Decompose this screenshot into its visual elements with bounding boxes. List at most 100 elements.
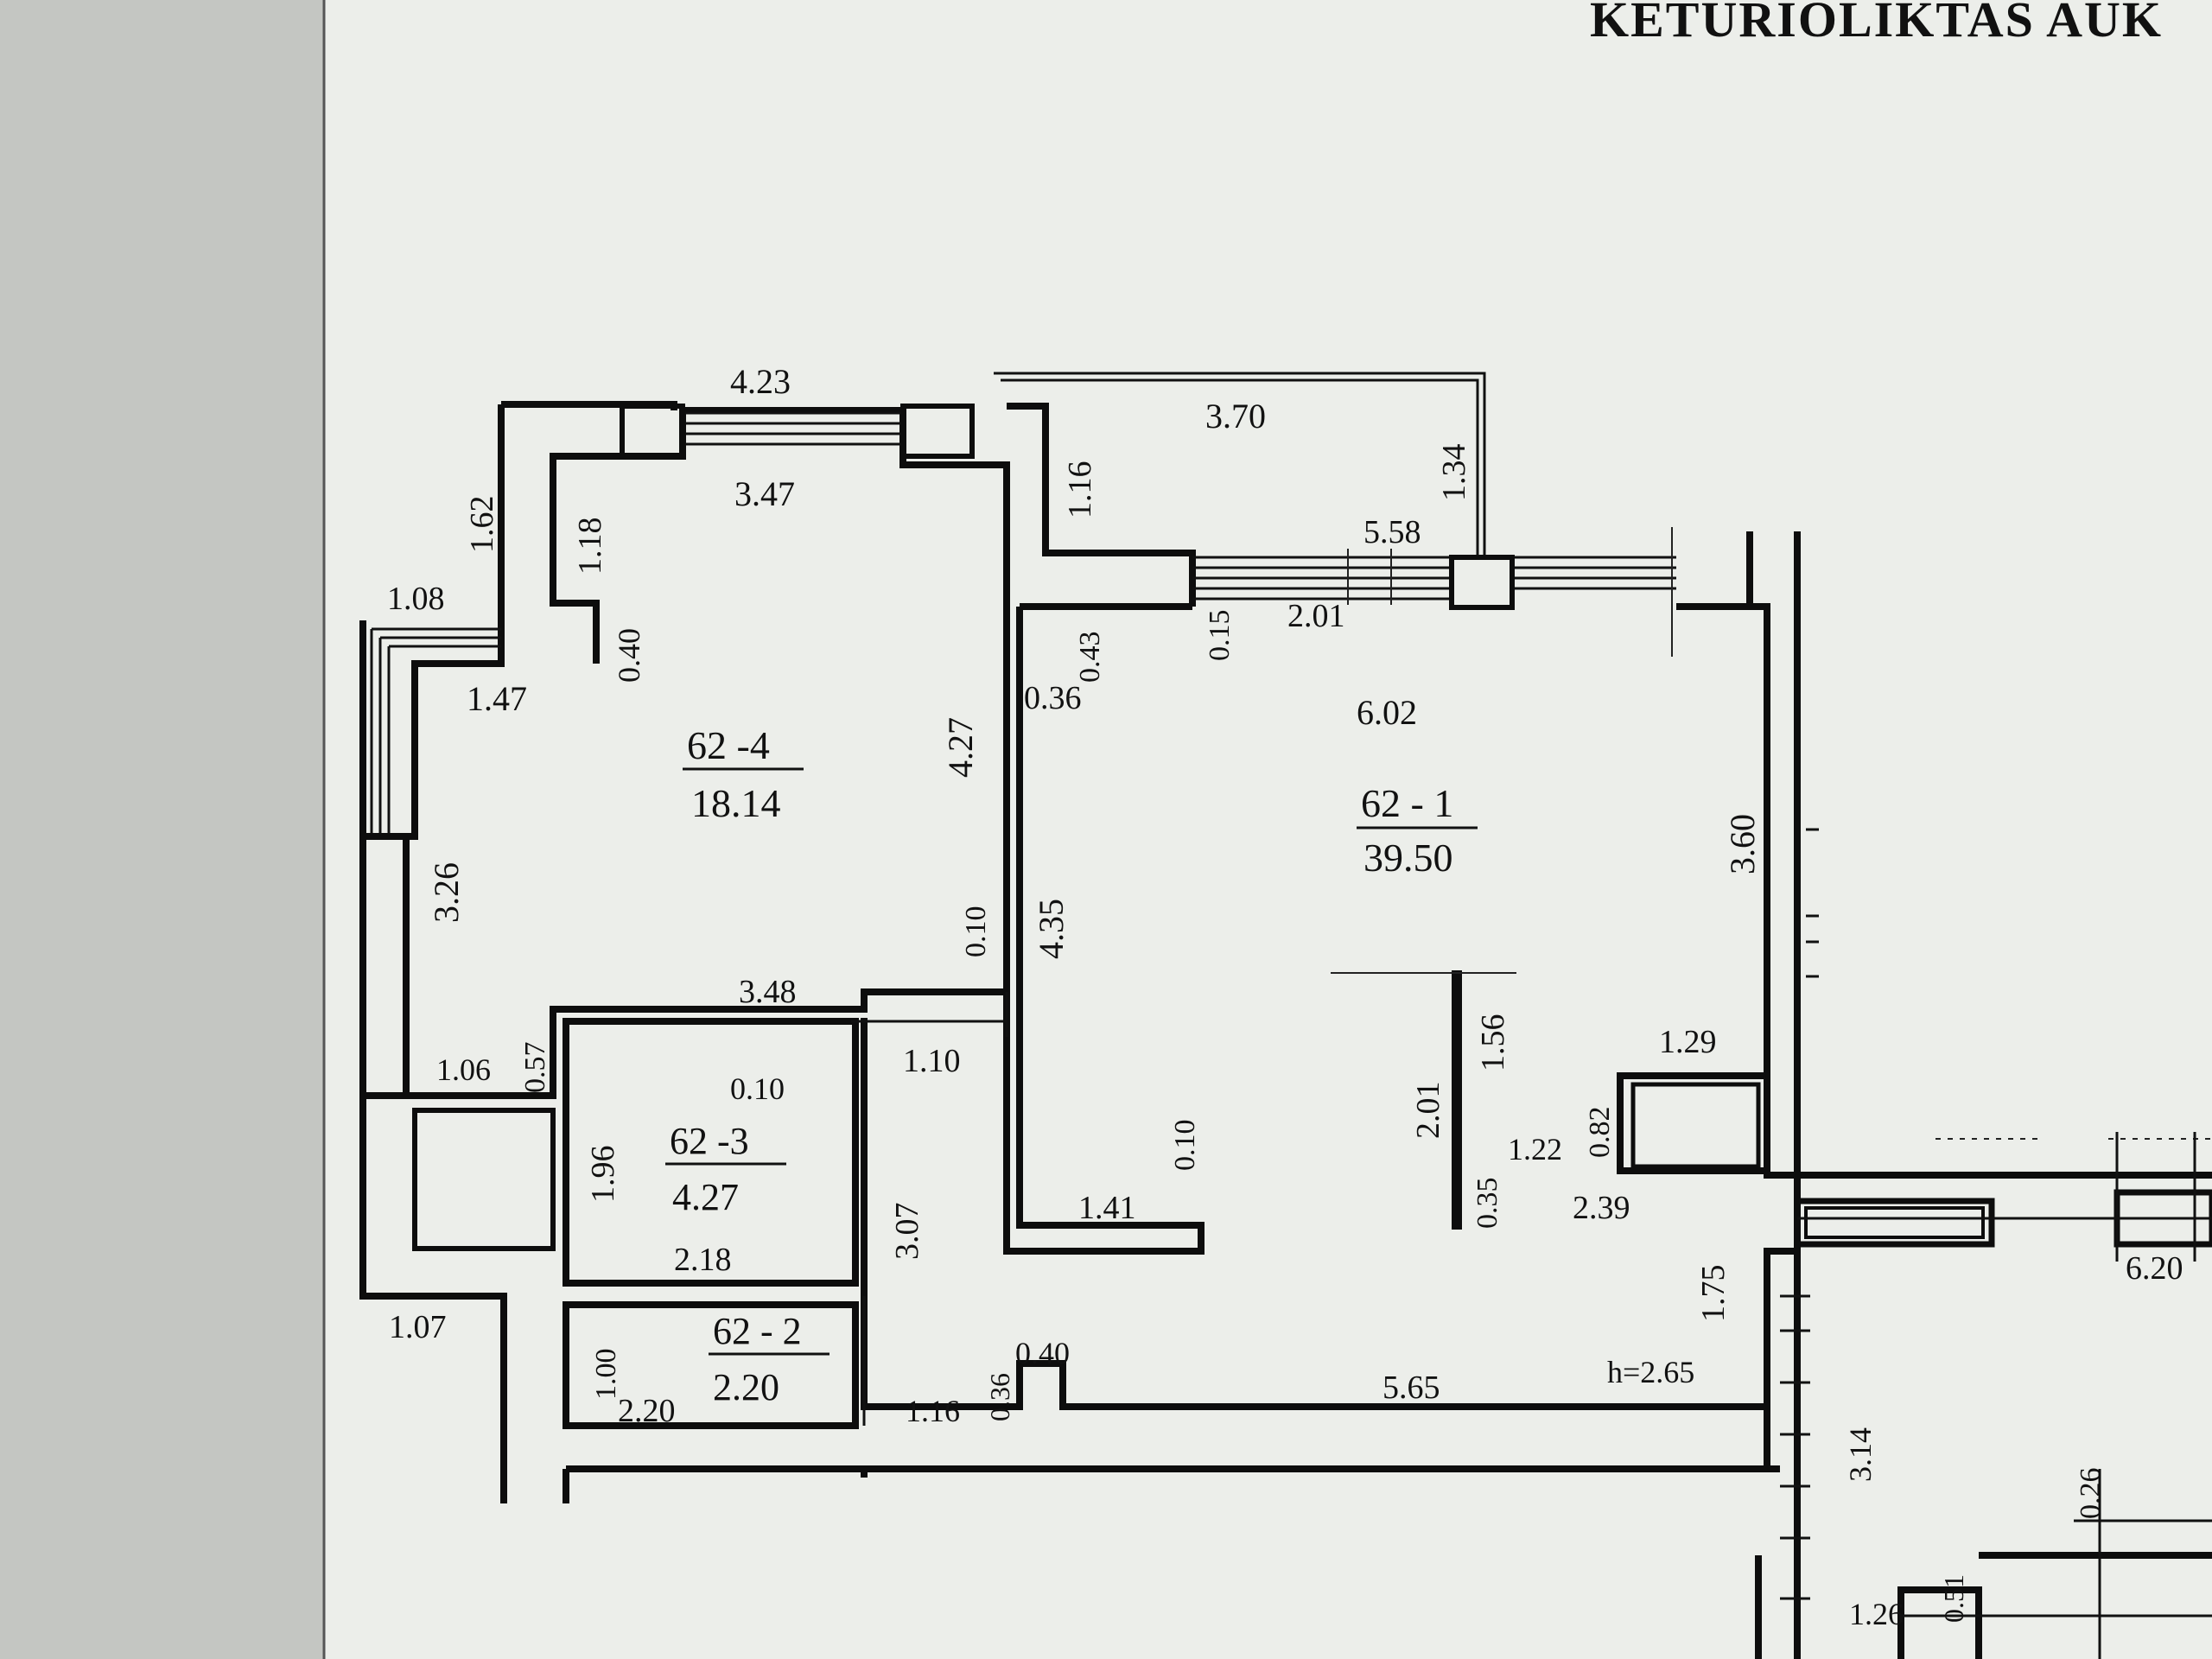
window-62-1-right: [1512, 556, 1676, 590]
wall-62-1-left: [1003, 603, 1205, 1255]
dim-label: 0.26: [2075, 1468, 2107, 1520]
dim-label: 0.51: [1938, 1574, 1969, 1623]
dim-label: 1.75: [1695, 1265, 1732, 1323]
dim-label: 1.56: [1475, 1014, 1511, 1072]
pillar-62-1: [1449, 555, 1515, 610]
left-margin: [0, 0, 324, 1659]
dim-label: 0.82: [1584, 1107, 1616, 1159]
room-area: 18.14: [691, 781, 781, 825]
dim-label: 0.43: [1074, 632, 1106, 683]
window-left: [370, 627, 501, 836]
dim-label: 0.36: [984, 1373, 1015, 1421]
dim-label: 5.58: [1363, 514, 1421, 550]
room-id: 62 -3: [670, 1120, 749, 1162]
room-area: 4.27: [672, 1176, 739, 1218]
room-62-3-label[interactable]: 62 -3 4.27: [665, 1120, 786, 1218]
dim-label: 1.06: [436, 1052, 491, 1087]
dim-label: 3.48: [739, 974, 797, 1010]
dim-label: 3.07: [889, 1203, 925, 1261]
plan-walls: [359, 372, 2212, 1659]
room-id: 62 - 2: [713, 1310, 802, 1352]
dim-label: 0.40: [1015, 1336, 1070, 1370]
dim-label: 1.62: [464, 496, 500, 554]
box-left: [412, 1108, 556, 1251]
room-62-4-label[interactable]: 62 -4 18.14: [683, 723, 804, 825]
grid-br: [1901, 1469, 2212, 1659]
wall-right-2: [1755, 1251, 1801, 1659]
dim-label: 0.10: [960, 906, 992, 958]
balcony-wall: [1007, 403, 1196, 607]
height-note: h=2.65: [1607, 1355, 1694, 1389]
dim-label: 2.01: [1410, 1082, 1446, 1140]
dim-label: 1.96: [585, 1146, 621, 1204]
pillar-top-mid: [900, 404, 975, 459]
dim-label: 4.27: [941, 717, 980, 778]
dim-label: 2.18: [674, 1242, 732, 1278]
room-62-2-label[interactable]: 62 - 2 2.20: [709, 1310, 830, 1408]
dim-label: 4.35: [1032, 899, 1071, 959]
dim-label: 0.36: [1024, 680, 1082, 716]
dim-label: 4.23: [730, 362, 791, 401]
dim-label: 1.08: [387, 581, 445, 617]
dim-label: 0.15: [1204, 610, 1236, 662]
dim-label: 1.26: [1849, 1597, 1904, 1631]
box-62-1: [1617, 1072, 1770, 1174]
dim-label: 1.10: [903, 1043, 961, 1079]
dim-label: 1.00: [590, 1349, 622, 1401]
room-62-1-label[interactable]: 62 - 1 39.50: [1357, 781, 1478, 880]
room-area: 39.50: [1363, 836, 1453, 880]
dim-label: 1.29: [1659, 1024, 1717, 1060]
dim-label: 1.16: [1062, 461, 1098, 519]
partition-62-1[interactable]: [1452, 970, 1462, 1230]
corridor-lines: [851, 992, 1008, 1426]
dim-label: 6.20: [2126, 1250, 2183, 1287]
wall-62-4: [403, 404, 1010, 1099]
pillar-left: [359, 833, 410, 1099]
box-62-1-inner: [1630, 1082, 1761, 1169]
room-labels: 62 -4 18.14 62 - 1 39.50 62 -3 4.27 62 -…: [665, 723, 1694, 1408]
ticks-62-1-right: [1806, 828, 1819, 978]
dim-label: 1.22: [1508, 1132, 1562, 1166]
dim-label: 0.10: [1169, 1120, 1201, 1172]
window-top-62-4: [683, 411, 903, 446]
room-id: 62 -4: [687, 723, 770, 767]
dim-label: 0.35: [1471, 1178, 1503, 1230]
pillar-top-left: [620, 404, 685, 459]
dim-label: 3.60: [1723, 814, 1762, 874]
dim-label: 0.57: [519, 1042, 551, 1094]
ticks-right: [1780, 1294, 1810, 1600]
grid-right: [1797, 1132, 2212, 1262]
bottom-left-wall: [566, 1465, 868, 1478]
dim-label: 2.39: [1573, 1190, 1630, 1226]
dim-label: 3.14: [1843, 1427, 1878, 1482]
room-62-3: [563, 1018, 859, 1287]
dim-label: 6.02: [1357, 693, 1417, 732]
wall-corner-br: [1897, 1552, 2212, 1659]
dim-label: 1.47: [467, 679, 527, 718]
dim-label: 1.18: [572, 518, 608, 575]
beam-right-inner: [1804, 1206, 1985, 1239]
dim-label: 1.07: [389, 1309, 447, 1345]
dim-label: 0.40: [612, 628, 646, 683]
room-id: 62 - 1: [1361, 781, 1453, 825]
room-area: 2.20: [713, 1366, 779, 1408]
dim-label: 1.41: [1078, 1190, 1136, 1226]
beam-right-1: [1794, 1198, 1995, 1248]
dim-label: 5.65: [1382, 1370, 1440, 1406]
dimension-labels: 4.23 3.70 1.34 1.16 3.47 1.62 1.18 1.08 …: [387, 362, 2183, 1631]
dim-label: 0.10: [730, 1071, 785, 1106]
dim-label: 3.47: [734, 474, 795, 513]
window-62-1: [1192, 556, 1452, 601]
sheet-header: KETURIOLIKTAS AUK: [1590, 0, 2163, 48]
dim-label: 3.70: [1205, 397, 1266, 435]
dim-label: 2.01: [1287, 598, 1345, 634]
room-62-2: [563, 1301, 859, 1429]
balcony-outline: [994, 372, 1486, 557]
dim-label: 3.26: [427, 862, 466, 923]
wall-right-1: [1794, 531, 2212, 1179]
dim-label: 1.34: [1436, 444, 1472, 502]
paper-sheet: [324, 0, 2212, 1659]
dim-label: 2.20: [618, 1393, 676, 1429]
dim-label: 1.16: [906, 1394, 960, 1428]
